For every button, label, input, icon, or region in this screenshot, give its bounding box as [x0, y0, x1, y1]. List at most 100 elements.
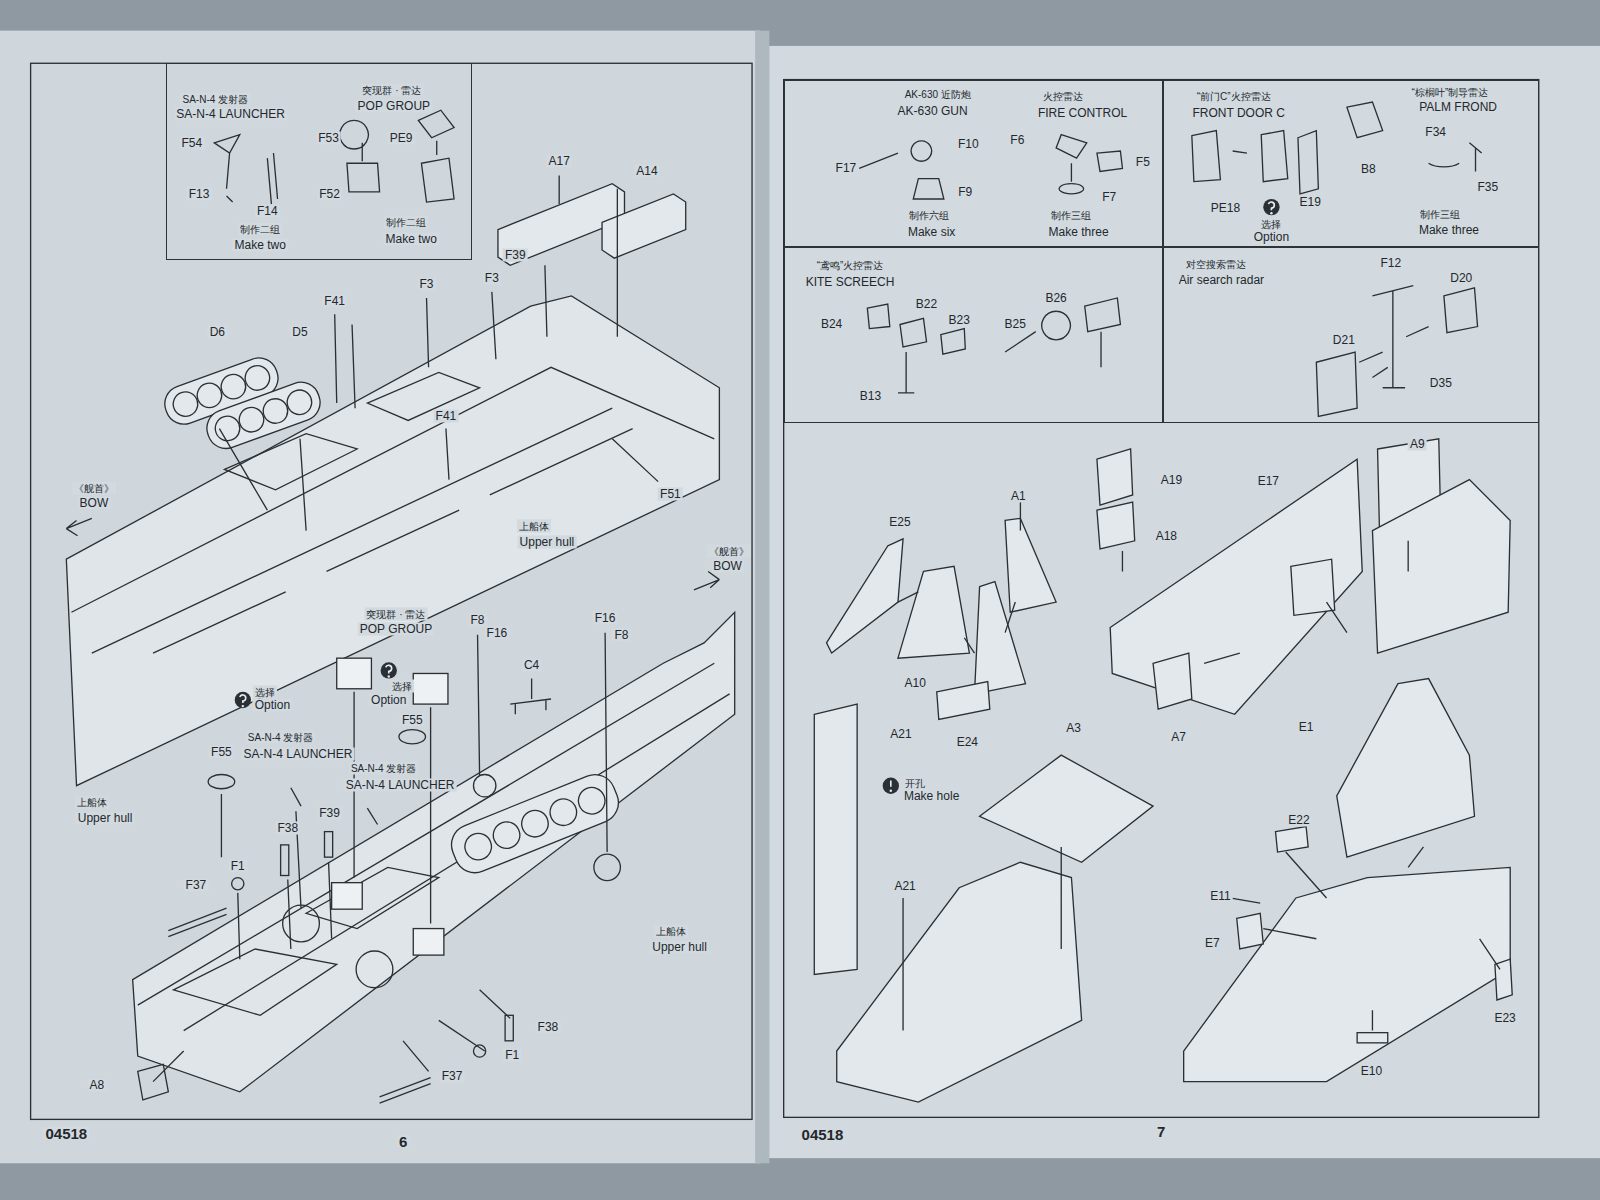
part-label: F37 [184, 878, 209, 891]
part-label: E11 [1208, 889, 1232, 902]
part-label: 选择 [1259, 218, 1283, 231]
part-label: 上船体 [75, 796, 109, 809]
part-label: Make two [384, 232, 439, 245]
part-label: 制作六组 [907, 209, 951, 222]
part-label: Make three [1047, 225, 1111, 238]
part-label: F54 [179, 136, 204, 149]
part-label: 制作三组 [1418, 208, 1462, 221]
part-label: A21 [888, 727, 913, 740]
part-label: F38 [275, 821, 300, 834]
part-label: F52 [317, 187, 342, 200]
panel-heading: “鸢鸣”火控雷达 [815, 259, 886, 272]
part-label: F1 [229, 860, 247, 873]
part-label: PE9 [388, 131, 415, 144]
part-label: Make six [906, 225, 957, 238]
part-label: F5 [1134, 156, 1152, 169]
part-label: F12 [1378, 257, 1403, 270]
part-label: A17 [546, 155, 571, 168]
part-label: Upper hull [650, 940, 709, 953]
part-label: 制作二组 [238, 222, 282, 235]
part-label: E22 [1286, 814, 1311, 827]
part-label: A21 [892, 879, 917, 892]
part-label: E24 [955, 735, 980, 748]
part-label: F55 [209, 746, 234, 759]
part-label: E23 [1492, 1012, 1517, 1025]
part-label: F34 [1423, 125, 1448, 138]
part-label: B23 [946, 314, 971, 327]
part-label: D35 [1428, 376, 1454, 389]
part-label: A1 [1009, 489, 1028, 502]
part-label: 上船体 [517, 519, 551, 532]
part-label: F8 [612, 628, 630, 641]
part-label: F53 [316, 131, 341, 144]
part-label: E7 [1203, 936, 1222, 949]
part-label: B26 [1043, 291, 1068, 304]
page-number: 7 [1155, 1124, 1167, 1137]
part-label: F37 [440, 1069, 465, 1082]
part-label: Make hole [902, 789, 961, 802]
page-number: 04518 [43, 1126, 89, 1139]
part-label: F39 [317, 807, 342, 820]
panel-heading: 火控雷达 [1041, 89, 1085, 102]
page-number: 6 [397, 1134, 409, 1147]
part-label: 选择 [253, 685, 277, 698]
panel-heading: 对空搜索雷达 [1184, 258, 1248, 271]
part-label: A18 [1154, 529, 1179, 542]
part-label: B22 [914, 298, 939, 311]
part-label: F7 [1100, 190, 1118, 203]
part-label: F41 [322, 295, 347, 308]
part-label: F35 [1475, 180, 1500, 193]
part-label: Option [253, 699, 292, 712]
part-label: Make three [1417, 223, 1481, 236]
panel-heading: 突现群 · 雷达 [360, 83, 423, 96]
part-label: D5 [290, 325, 309, 338]
panel-heading: POP GROUP [356, 100, 432, 113]
part-label: F41 [434, 410, 459, 423]
part-label: B25 [1003, 318, 1028, 331]
panel-heading: SA-N-4 发射器 [180, 92, 250, 105]
part-label: E1 [1297, 720, 1316, 733]
part-label: A9 [1408, 437, 1427, 450]
panel-heading: “棕榈叶”制导雷达 [1410, 85, 1491, 98]
instruction-panel: “鸢鸣”火控雷达 KITE SCREECH [784, 247, 1164, 424]
part-label: A7 [1169, 730, 1188, 743]
part-label: F13 [187, 187, 212, 200]
panel-heading: AK-630 GUN [896, 105, 970, 118]
part-label: 突现群 · 雷达 [364, 608, 427, 621]
part-label: 选择 [390, 679, 414, 692]
part-label: A14 [634, 165, 659, 178]
panel-heading: PALM FROND [1417, 101, 1499, 114]
part-label: SA-N-4 LAUNCHER [242, 748, 355, 761]
part-label: 制作二组 [384, 216, 428, 229]
panel-heading: Air search radar [1177, 273, 1266, 286]
instruction-panel: “前门C”火控雷达FRONT DOOR C“棕榈叶”制导雷达PALM FROND [1163, 80, 1539, 247]
part-label: E10 [1359, 1065, 1384, 1078]
part-label: F6 [1008, 133, 1026, 146]
part-label: E25 [887, 516, 912, 529]
part-label: D20 [1448, 271, 1474, 284]
part-label: F9 [956, 185, 974, 198]
part-label: F38 [536, 1020, 561, 1033]
part-label: 开孔 [903, 776, 927, 789]
part-label: F16 [593, 612, 618, 625]
panel-heading: AK-630 近防炮 [903, 87, 973, 100]
part-label: 《舰首》 [707, 545, 751, 558]
part-label: F16 [485, 626, 510, 639]
part-label: SA-N-4 LAUNCHER [344, 778, 457, 791]
part-label: A10 [903, 676, 928, 689]
panel-heading: “前门C”火控雷达 [1195, 89, 1273, 102]
part-label: SA-N-4 发射器 [349, 762, 419, 775]
part-label: Option [369, 694, 408, 707]
part-label: Upper hull [76, 812, 135, 825]
part-label: F8 [469, 614, 487, 627]
part-label: F17 [834, 162, 859, 175]
part-label: BOW [711, 560, 744, 573]
part-label: A19 [1159, 473, 1184, 486]
panel-heading: SA-N-4 LAUNCHER [174, 108, 287, 121]
part-label: F14 [255, 205, 280, 218]
part-label: 《舰首》 [72, 481, 116, 494]
panel-heading: KITE SCREECH [804, 275, 897, 288]
part-label: Upper hull [518, 535, 577, 548]
part-label: F10 [956, 137, 981, 150]
